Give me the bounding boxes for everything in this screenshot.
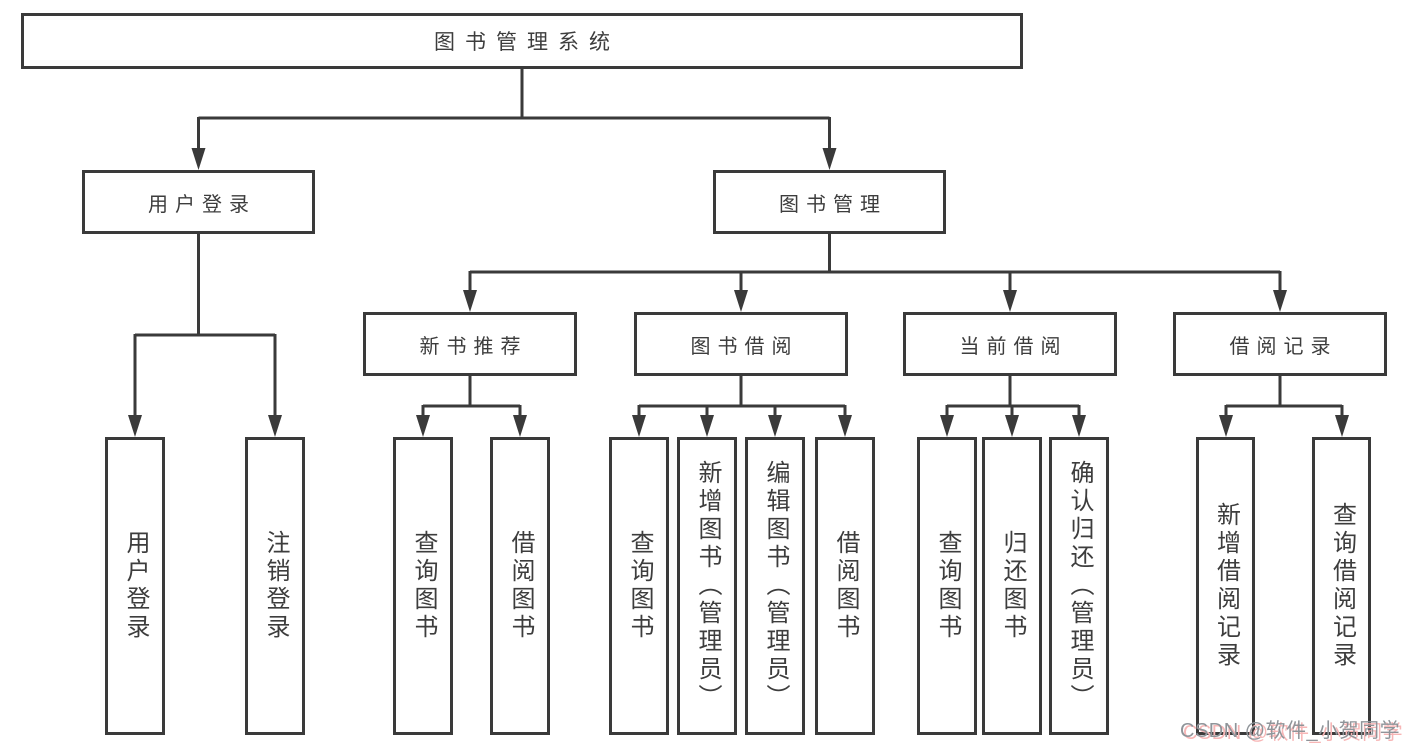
node-current-borrow-label: 当前借阅 — [959, 335, 1068, 358]
node-book-management-label: 图书管理 — [779, 193, 887, 216]
leaf-add-borrow-record-label: 新增借阅记录 — [1212, 502, 1240, 670]
node-book-borrow-label: 图书借阅 — [690, 335, 799, 358]
node-borrow-record-label: 借阅记录 — [1229, 335, 1338, 358]
leaf-query-books-borrow-label: 查询图书 — [626, 530, 653, 642]
node-root: 图书管理系统 — [21, 13, 1023, 69]
leaf-borrow-books: 借阅图书 — [815, 437, 875, 735]
leaf-borrow-books-label: 借阅图书 — [832, 530, 859, 642]
leaf-query-books-current-label: 查询图书 — [934, 530, 961, 642]
leaf-borrow-books-recommend: 借阅图书 — [490, 437, 550, 735]
leaf-query-books-borrow: 查询图书 — [609, 437, 669, 735]
node-root-label: 图书管理系统 — [434, 31, 620, 54]
leaf-query-borrow-record-label: 查询借阅记录 — [1328, 502, 1356, 670]
leaf-confirm-return-admin: 确认归还（管理员） — [1049, 437, 1109, 735]
node-book-management: 图书管理 — [713, 170, 946, 234]
leaf-return-books: 归还图书 — [982, 437, 1042, 735]
leaf-query-books-recommend-label: 查询图书 — [410, 530, 437, 642]
node-borrow-record: 借阅记录 — [1173, 312, 1387, 376]
leaf-query-books-current: 查询图书 — [917, 437, 977, 735]
node-new-book-recommend-label: 新书推荐 — [419, 335, 528, 358]
node-new-book-recommend: 新书推荐 — [363, 312, 577, 376]
leaf-add-borrow-record: 新增借阅记录 — [1196, 437, 1255, 735]
leaf-add-books-admin: 新增图书（管理员） — [677, 437, 737, 735]
leaf-user-login-label: 用户登录 — [122, 530, 149, 642]
leaf-edit-books-admin: 编辑图书（管理员） — [745, 437, 805, 735]
leaf-confirm-return-admin-label: 确认归还（管理员） — [1066, 460, 1093, 712]
leaf-query-books-recommend: 查询图书 — [393, 437, 453, 735]
node-current-borrow: 当前借阅 — [903, 312, 1117, 376]
leaf-add-books-admin-label: 新增图书（管理员） — [694, 460, 721, 712]
csdn-watermark: CSDN @软件_小贺同学 — [1180, 720, 1401, 742]
leaf-borrow-books-recommend-label: 借阅图书 — [507, 530, 534, 642]
node-user-login: 用户登录 — [82, 170, 315, 234]
leaf-logout-label: 注销登录 — [262, 530, 289, 642]
leaf-return-books-label: 归还图书 — [999, 530, 1026, 642]
leaf-logout: 注销登录 — [245, 437, 305, 735]
node-book-borrow: 图书借阅 — [634, 312, 848, 376]
leaf-user-login: 用户登录 — [105, 437, 165, 735]
leaf-edit-books-admin-label: 编辑图书（管理员） — [762, 460, 789, 712]
leaf-query-borrow-record: 查询借阅记录 — [1312, 437, 1371, 735]
node-user-login-label: 用户登录 — [148, 193, 256, 216]
